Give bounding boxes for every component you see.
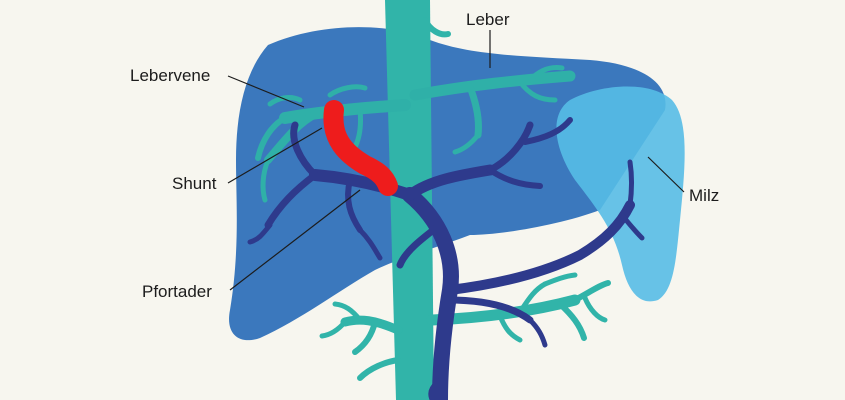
leader-lines <box>227 30 685 291</box>
leader-line-shunt <box>227 127 323 184</box>
spleen-shape <box>556 86 685 302</box>
hepatic-veins <box>255 65 576 203</box>
shunt-vessel <box>323 100 398 196</box>
label-milz: Milz <box>689 186 720 205</box>
label-lebervene: Lebervene <box>130 66 211 85</box>
label-pfortader: Pfortader <box>142 282 212 301</box>
leader-line-milz <box>647 156 685 193</box>
lower-veins <box>319 272 611 381</box>
portal-vein <box>247 117 645 400</box>
leader-line-pfortader <box>229 189 361 291</box>
vena-cava-top-branch <box>422 17 451 38</box>
label-shunt: Shunt <box>172 174 217 193</box>
label-leber: Leber <box>466 10 510 29</box>
leader-line-lebervene <box>227 75 305 108</box>
